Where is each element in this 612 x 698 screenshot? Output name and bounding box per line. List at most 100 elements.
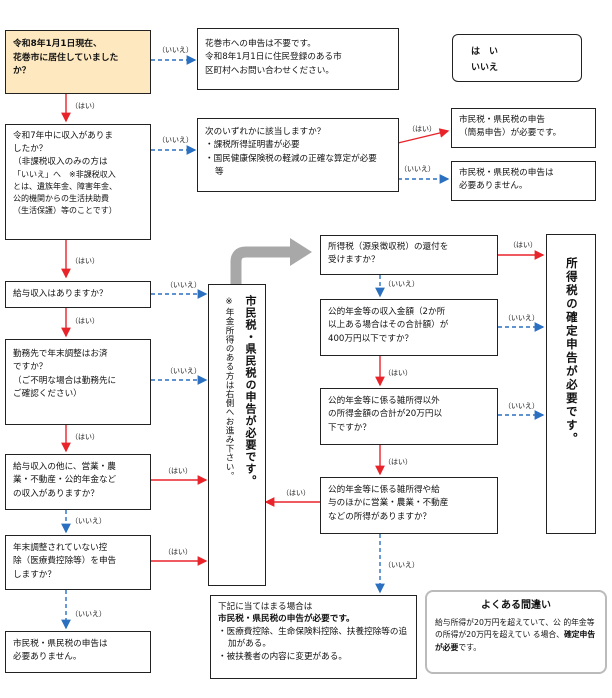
bottom-line-emphasis: 市民税・県民税の申告が必要です。 <box>218 614 355 625</box>
label-no: （いいえ） <box>504 402 539 410</box>
question-year-end-line: 勤務先で年末調整はお済 <box>13 349 108 359</box>
label-yes: （はい） <box>71 433 99 441</box>
faq-line: 的年金等の所得が20万円を超えてい <box>435 618 595 640</box>
answer-hanamaki-line: 花巻市への申告は不要です。 <box>205 39 316 49</box>
label-no: （いいえ） <box>384 280 419 288</box>
question-pension-line: 以上ある場合はその合計額）が <box>328 320 449 331</box>
question-pension-line: 公的年金等の収入金額（2か所 <box>328 307 446 317</box>
answer-not-needed-line: 必要ありません。 <box>13 652 82 663</box>
label-yes: （はい） <box>282 489 310 497</box>
center-note-text: ※年金所得のある方は右側へお進み下さい。 <box>224 297 234 481</box>
bottom-conditions-box: 下記に当てはまる場合は 市民税・県民税の申告が必要です。 ・医療費控除、生命保険… <box>210 595 417 679</box>
label-yes: （はい） <box>164 548 192 556</box>
question-either-bullet: ・国民健康保険税の軽減の正確な算定が必要 等 <box>205 153 386 177</box>
question-residence: 令和8年1月1日現在、 花巻市に居住していました か？ <box>5 30 151 94</box>
label-no: （いいえ） <box>166 367 201 375</box>
question-either-bullet: ・課税所得証明書が必要 <box>205 140 300 151</box>
question-income-line: （非課税収入のみの方は <box>13 156 108 167</box>
question-deduction: 年末調整されていない控 除（医療費控除等）を申告 しますか？ <box>5 535 151 590</box>
label-no: （いいえ） <box>400 165 435 173</box>
question-residence-line: 花巻市に居住していました <box>13 52 119 63</box>
question-other-than-pension-line: 与のほかに営業・農業・不動産 <box>328 498 449 509</box>
faq-line: る場合、確定申告が必要です。 <box>435 630 596 652</box>
label-yes: （はい） <box>509 241 537 249</box>
question-year-end-adjustment: 勤務先で年末調整はお済 ですか？ （ご不明な場合は勤務先に ご確認ください） <box>5 339 151 425</box>
question-misc-income: 公的年金等に係る雑所得以外 の所得金額の合計が20万円以 下ですか？ <box>320 388 498 445</box>
question-income-line: 公的機関からの生活扶助費 <box>13 193 109 203</box>
question-income: 令和7年中に収入がありま したか？ （非課税収入のみの方は 「いいえ」へ ※非課… <box>5 124 151 240</box>
legend-no-label: いいえ <box>471 63 499 73</box>
label-no: （いいえ） <box>71 517 106 525</box>
label-yes: （はい） <box>164 467 192 475</box>
question-residence-line: か？ <box>13 66 31 77</box>
answer-simple-declaration: 市民税・県民税の申告 （簡易申告）が必要です。 <box>451 108 596 148</box>
answer-not-needed-1: 市民税・県民税の申告は 必要ありません。 <box>451 161 596 201</box>
question-deduction-line: しますか？ <box>13 569 56 580</box>
answer-hanamaki-line: 区町村へお問い合わせください。 <box>205 65 334 76</box>
label-yes: （はい） <box>71 317 99 325</box>
answer-not-needed-2: 市民税・県民税の申告は 必要ありません。 <box>5 631 151 673</box>
question-withholding-line: 所得税（源泉徴収税）の還付を <box>328 242 449 252</box>
answer-hanamaki-line: 令和8年1月1日に住民登録のある市 <box>205 52 342 63</box>
label-yes: （はい） <box>408 125 436 133</box>
question-salary: 給与収入はありますか？ <box>5 281 151 308</box>
bottom-bullet: ・被扶養者の内容に変更がある。 <box>218 651 347 662</box>
faq-emphasis: 確定申告が必要 <box>435 630 596 652</box>
question-year-end-line: ご確認ください） <box>13 388 82 399</box>
label-no: （いいえ） <box>504 314 539 322</box>
question-other-income-line: 業・不動産・公的年金など <box>13 475 117 486</box>
question-withholding-line: 受けますか？ <box>328 255 380 266</box>
question-either: 次のいずれかに該当しますか？ ・課税所得証明書が必要 ・国民健康保険税の軽減の正… <box>197 118 399 192</box>
question-year-end-line: （ご不明な場合は勤務先に <box>13 375 117 386</box>
question-salary-line: 給与収入はありますか？ <box>13 289 108 299</box>
answer-final-tax-text: 所得税の確定申告が必要です。 <box>564 257 579 446</box>
answer-simple-line: 市民税・県民税の申告 <box>459 115 545 125</box>
question-deduction-line: 年末調整されていない控 <box>13 543 108 553</box>
answer-hanamaki-not-needed: 花巻市への申告は不要です。 令和8年1月1日に住民登録のある市 区町村へお問い合… <box>197 28 399 90</box>
question-year-end-line: ですか？ <box>13 362 48 373</box>
label-no: （いいえ） <box>71 610 106 618</box>
question-income-line: とは、遺族年金、障害年金、 <box>13 181 117 191</box>
question-other-than-pension: 公的年金等に係る雑所得や給 与のほかに営業・農業・不動産 などの所得がありますか… <box>320 477 498 534</box>
legend-yes-label: は い <box>471 47 499 57</box>
question-either-line: 次のいずれかに該当しますか？ <box>205 127 326 137</box>
faq-line: 給与所得が20万円を超えていて、公 <box>435 618 561 627</box>
question-income-line: 「いいえ」へ ※非課税収入 <box>13 169 116 179</box>
label-no: （いいえ） <box>166 281 201 289</box>
question-pension-line: 400万円以下ですか？ <box>328 333 414 344</box>
label-yes: （はい） <box>384 369 412 377</box>
gray-arrowhead <box>290 238 312 266</box>
question-misc-line: の所得金額の合計が20万円以 <box>328 409 443 420</box>
question-pension-amount: 公的年金等の収入金額（2か所 以上ある場合はその合計額）が 400万円以下ですか… <box>320 299 498 356</box>
question-income-line: （生活保護）等のことです） <box>13 205 117 215</box>
question-other-than-pension-line: などの所得がありますか？ <box>328 511 432 522</box>
question-other-income-line: 給与収入の他に、営業・農 <box>13 462 116 472</box>
gray-bent-arrow <box>230 246 292 285</box>
answer-not-needed-line: 市民税・県民税の申告は <box>459 168 554 178</box>
question-misc-line: 公的年金等に係る雑所得以外 <box>328 396 440 406</box>
bottom-bullet: ・医療費控除、生命保険料控除、扶養控除等の追加がある。 <box>218 626 408 650</box>
center-declaration-required: 市民税・県民税の申告が必要です。 ※年金所得のある方は右側へお進み下さい。 <box>208 284 266 586</box>
answer-final-tax-return: 所得税の確定申告が必要です。 <box>546 234 596 534</box>
bottom-list: ・医療費控除、生命保険料控除、扶養控除等の追加がある。 ・被扶養者の内容に変更が… <box>218 626 409 663</box>
question-residence-line: 令和8年1月1日現在、 <box>13 39 102 49</box>
legend: は い いいえ <box>452 34 582 82</box>
question-misc-line: 下ですか？ <box>328 422 371 433</box>
question-other-income: 給与収入の他に、営業・農 業・不動産・公的年金など の収入がありますか？ <box>5 454 151 510</box>
label-yes: （はい） <box>71 102 99 110</box>
label-yes: （はい） <box>71 257 99 265</box>
question-either-list: ・課税所得証明書が必要 ・国民健康保険税の軽減の正確な算定が必要 等 <box>205 139 391 179</box>
faq-box: よくある間違い 給与所得が20万円を超えていて、公 的年金等の所得が20万円を超… <box>425 590 607 674</box>
question-deduction-line: 除（医療費控除等）を申告 <box>13 556 117 567</box>
answer-not-needed-line: 市民税・県民税の申告は <box>13 639 108 649</box>
label-no: （いいえ） <box>384 561 419 569</box>
question-withholding-refund: 所得税（源泉徴収税）の還付を 受けますか？ <box>320 235 498 275</box>
question-income-line: したか？ <box>13 143 48 154</box>
label-no: （いいえ） <box>158 46 193 54</box>
label-no: （いいえ） <box>158 136 193 144</box>
center-main-text: 市民税・県民税の申告が必要です。 <box>244 295 257 487</box>
answer-simple-line: （簡易申告）が必要です。 <box>459 128 562 139</box>
question-other-than-pension-line: 公的年金等に係る雑所得や給 <box>328 485 440 495</box>
question-income-line: 令和7年中に収入がありま <box>13 131 113 141</box>
